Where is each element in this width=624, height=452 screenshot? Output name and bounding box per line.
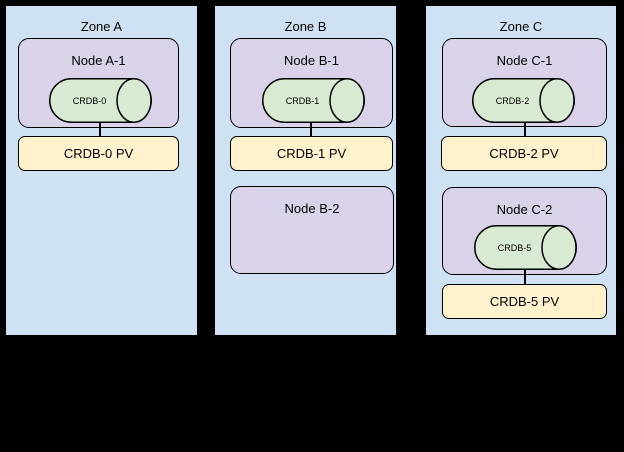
cylinder-crdb-5-label: CRDB-5 xyxy=(497,242,532,253)
cylinder-crdb-2-label: CRDB-2 xyxy=(495,95,530,106)
pv-crdb-2-label: CRDB-2 PV xyxy=(489,146,559,161)
cylinder-crdb-0-label: CRDB-0 xyxy=(72,95,107,106)
zone-b: Zone B Node B-1 CRDB-1 CRDB-1 PV Node B-… xyxy=(214,5,397,336)
node-b-2-label: Node B-2 xyxy=(284,201,340,216)
cylinder-crdb-1: CRDB-1 xyxy=(262,78,365,123)
node-b-2: Node B-2 xyxy=(230,186,394,274)
node-a-1-label: Node A-1 xyxy=(71,53,126,68)
pv-crdb-1-label: CRDB-1 PV xyxy=(276,146,347,161)
cylinder-crdb-5: CRDB-5 xyxy=(474,225,577,270)
pv-crdb-5-label: CRDB-5 PV xyxy=(489,294,560,309)
database-cylinder-icon xyxy=(262,78,365,123)
node-c-1-label: Node C-1 xyxy=(496,53,553,68)
zone-a-label: Zone A xyxy=(80,19,123,34)
database-cylinder-icon xyxy=(472,78,575,123)
database-cylinder-icon xyxy=(474,225,577,270)
node-c-2-label: Node C-2 xyxy=(496,202,553,217)
cylinder-crdb-2: CRDB-2 xyxy=(472,78,575,123)
node-b-1: Node B-1 CRDB-1 xyxy=(230,38,393,128)
database-cylinder-icon xyxy=(49,78,152,123)
pv-crdb-2: CRDB-2 PV xyxy=(441,136,607,171)
connector-line-a1 xyxy=(99,122,101,137)
connector-line-b1 xyxy=(310,122,312,137)
node-a-1: Node A-1 CRDB-0 xyxy=(18,38,179,128)
zone-b-label: Zone B xyxy=(284,19,327,34)
node-b-1-label: Node B-1 xyxy=(284,53,339,68)
pv-crdb-5: CRDB-5 PV xyxy=(442,284,607,319)
pv-crdb-0: CRDB-0 PV xyxy=(18,136,179,171)
zone-c: Zone C Node C-1 CRDB-2 CRDB-2 PV Node C-… xyxy=(425,5,617,336)
node-c-1: Node C-1 CRDB-2 xyxy=(442,38,607,127)
pv-crdb-1: CRDB-1 PV xyxy=(230,136,393,171)
pv-crdb-0-label: CRDB-0 PV xyxy=(63,146,134,161)
cylinder-crdb-0: CRDB-0 xyxy=(49,78,152,123)
connector-line-c2 xyxy=(524,270,526,285)
connector-line-c1 xyxy=(524,122,526,137)
zone-c-label: Zone C xyxy=(499,19,543,34)
zone-a: Zone A Node A-1 CRDB-0 CRDB-0 PV xyxy=(5,5,198,336)
node-c-2: Node C-2 CRDB-5 xyxy=(442,187,607,275)
cylinder-crdb-1-label: CRDB-1 xyxy=(285,95,320,106)
